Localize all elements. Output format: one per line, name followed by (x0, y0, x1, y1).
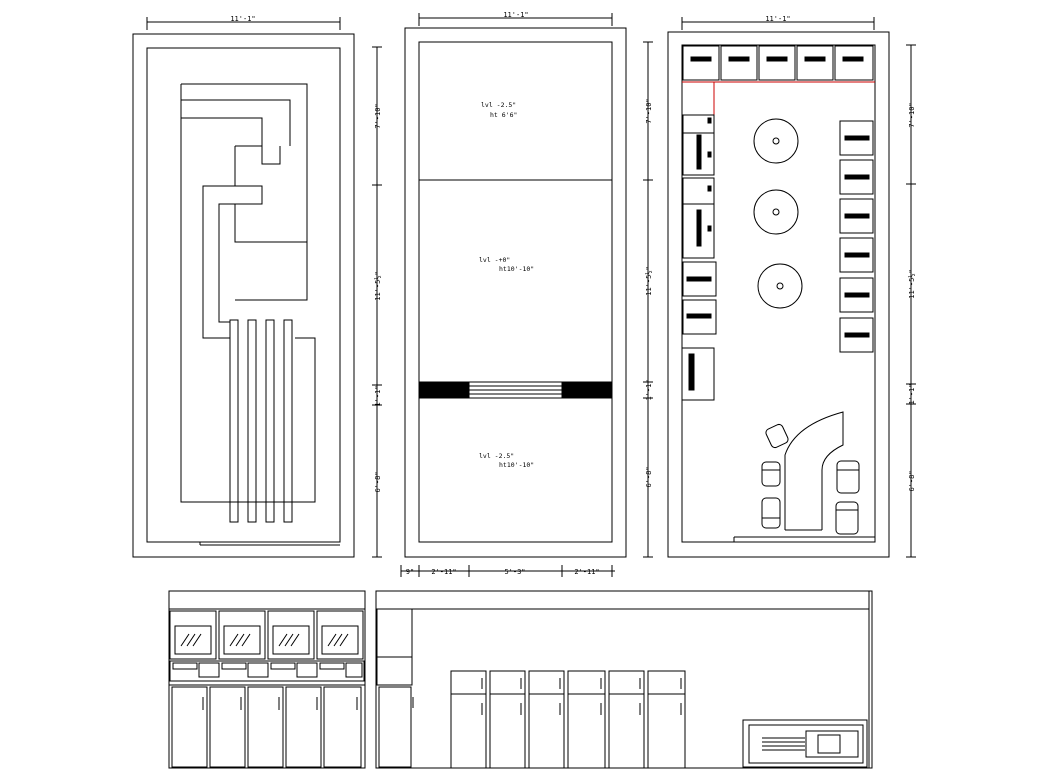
plan2-dim-mid: 11'-5½" (645, 266, 653, 296)
chairs (761, 423, 860, 535)
bottom-dim-d: 2'-11" (574, 568, 599, 576)
height-mid-label: ht10'-10" (499, 265, 534, 273)
plan1-dim-top: 7'-10" (374, 103, 382, 128)
plan1-dim-bottom: 6'-8" (374, 471, 382, 492)
right-unit-column (839, 120, 874, 353)
plan3-dim-top: 7'-10" (908, 102, 916, 127)
plan3-width-dim: 11'-1" (765, 15, 790, 23)
plan1-dim-mid: 11'-5½" (374, 271, 382, 301)
tall-cabinets (450, 670, 686, 769)
plan-furniture-layout: 11'-1" (667, 15, 916, 558)
plan1-width-dim: 11'-1" (230, 15, 255, 23)
level-bot-label: lvl -2.5" (479, 452, 514, 460)
plan2-dim-bottom: 6'-8" (645, 466, 653, 487)
height-top-label: ht 6'6" (490, 111, 517, 119)
elevation-cabinets (375, 590, 873, 769)
reception-desk (784, 411, 844, 531)
round-tables (753, 118, 803, 309)
bottom-dim-b: 2'-11" (431, 568, 456, 576)
plan-ceiling-layout: 11'-1" 7'-10" 11'-5½" 1'-1" 6'-8" (132, 15, 382, 558)
level-mid-label: lvl -+0" (479, 256, 510, 264)
plan2-dim-small: 1'-1" (645, 379, 653, 400)
bottom-dim-a: 9" (406, 568, 414, 576)
plan3-dim-bottom: 6'-8" (908, 470, 916, 491)
level-top-label: lvl -2.5" (481, 101, 516, 109)
elevation-workstations (168, 590, 366, 769)
plan1-dim-small: 1'-1" (374, 385, 382, 406)
plan3-dim-mid: 11'-5½" (908, 269, 916, 299)
printer-unit (742, 719, 868, 768)
plan2-width-dim: 11'-1" (503, 11, 528, 19)
height-bot-label: ht10'-10" (499, 461, 534, 469)
plan3-dim-small: 1'-1" (908, 383, 916, 404)
top-cabinet-row (682, 45, 874, 81)
plan2-dim-top: 7'-10" (645, 98, 653, 123)
left-unit-column (681, 114, 717, 401)
plan-levels: 11'-1" lvl -2.5" ht 6'6" lvl -+0" ht10'-… (400, 11, 653, 577)
bottom-dim-c: 5'-3" (504, 568, 525, 576)
